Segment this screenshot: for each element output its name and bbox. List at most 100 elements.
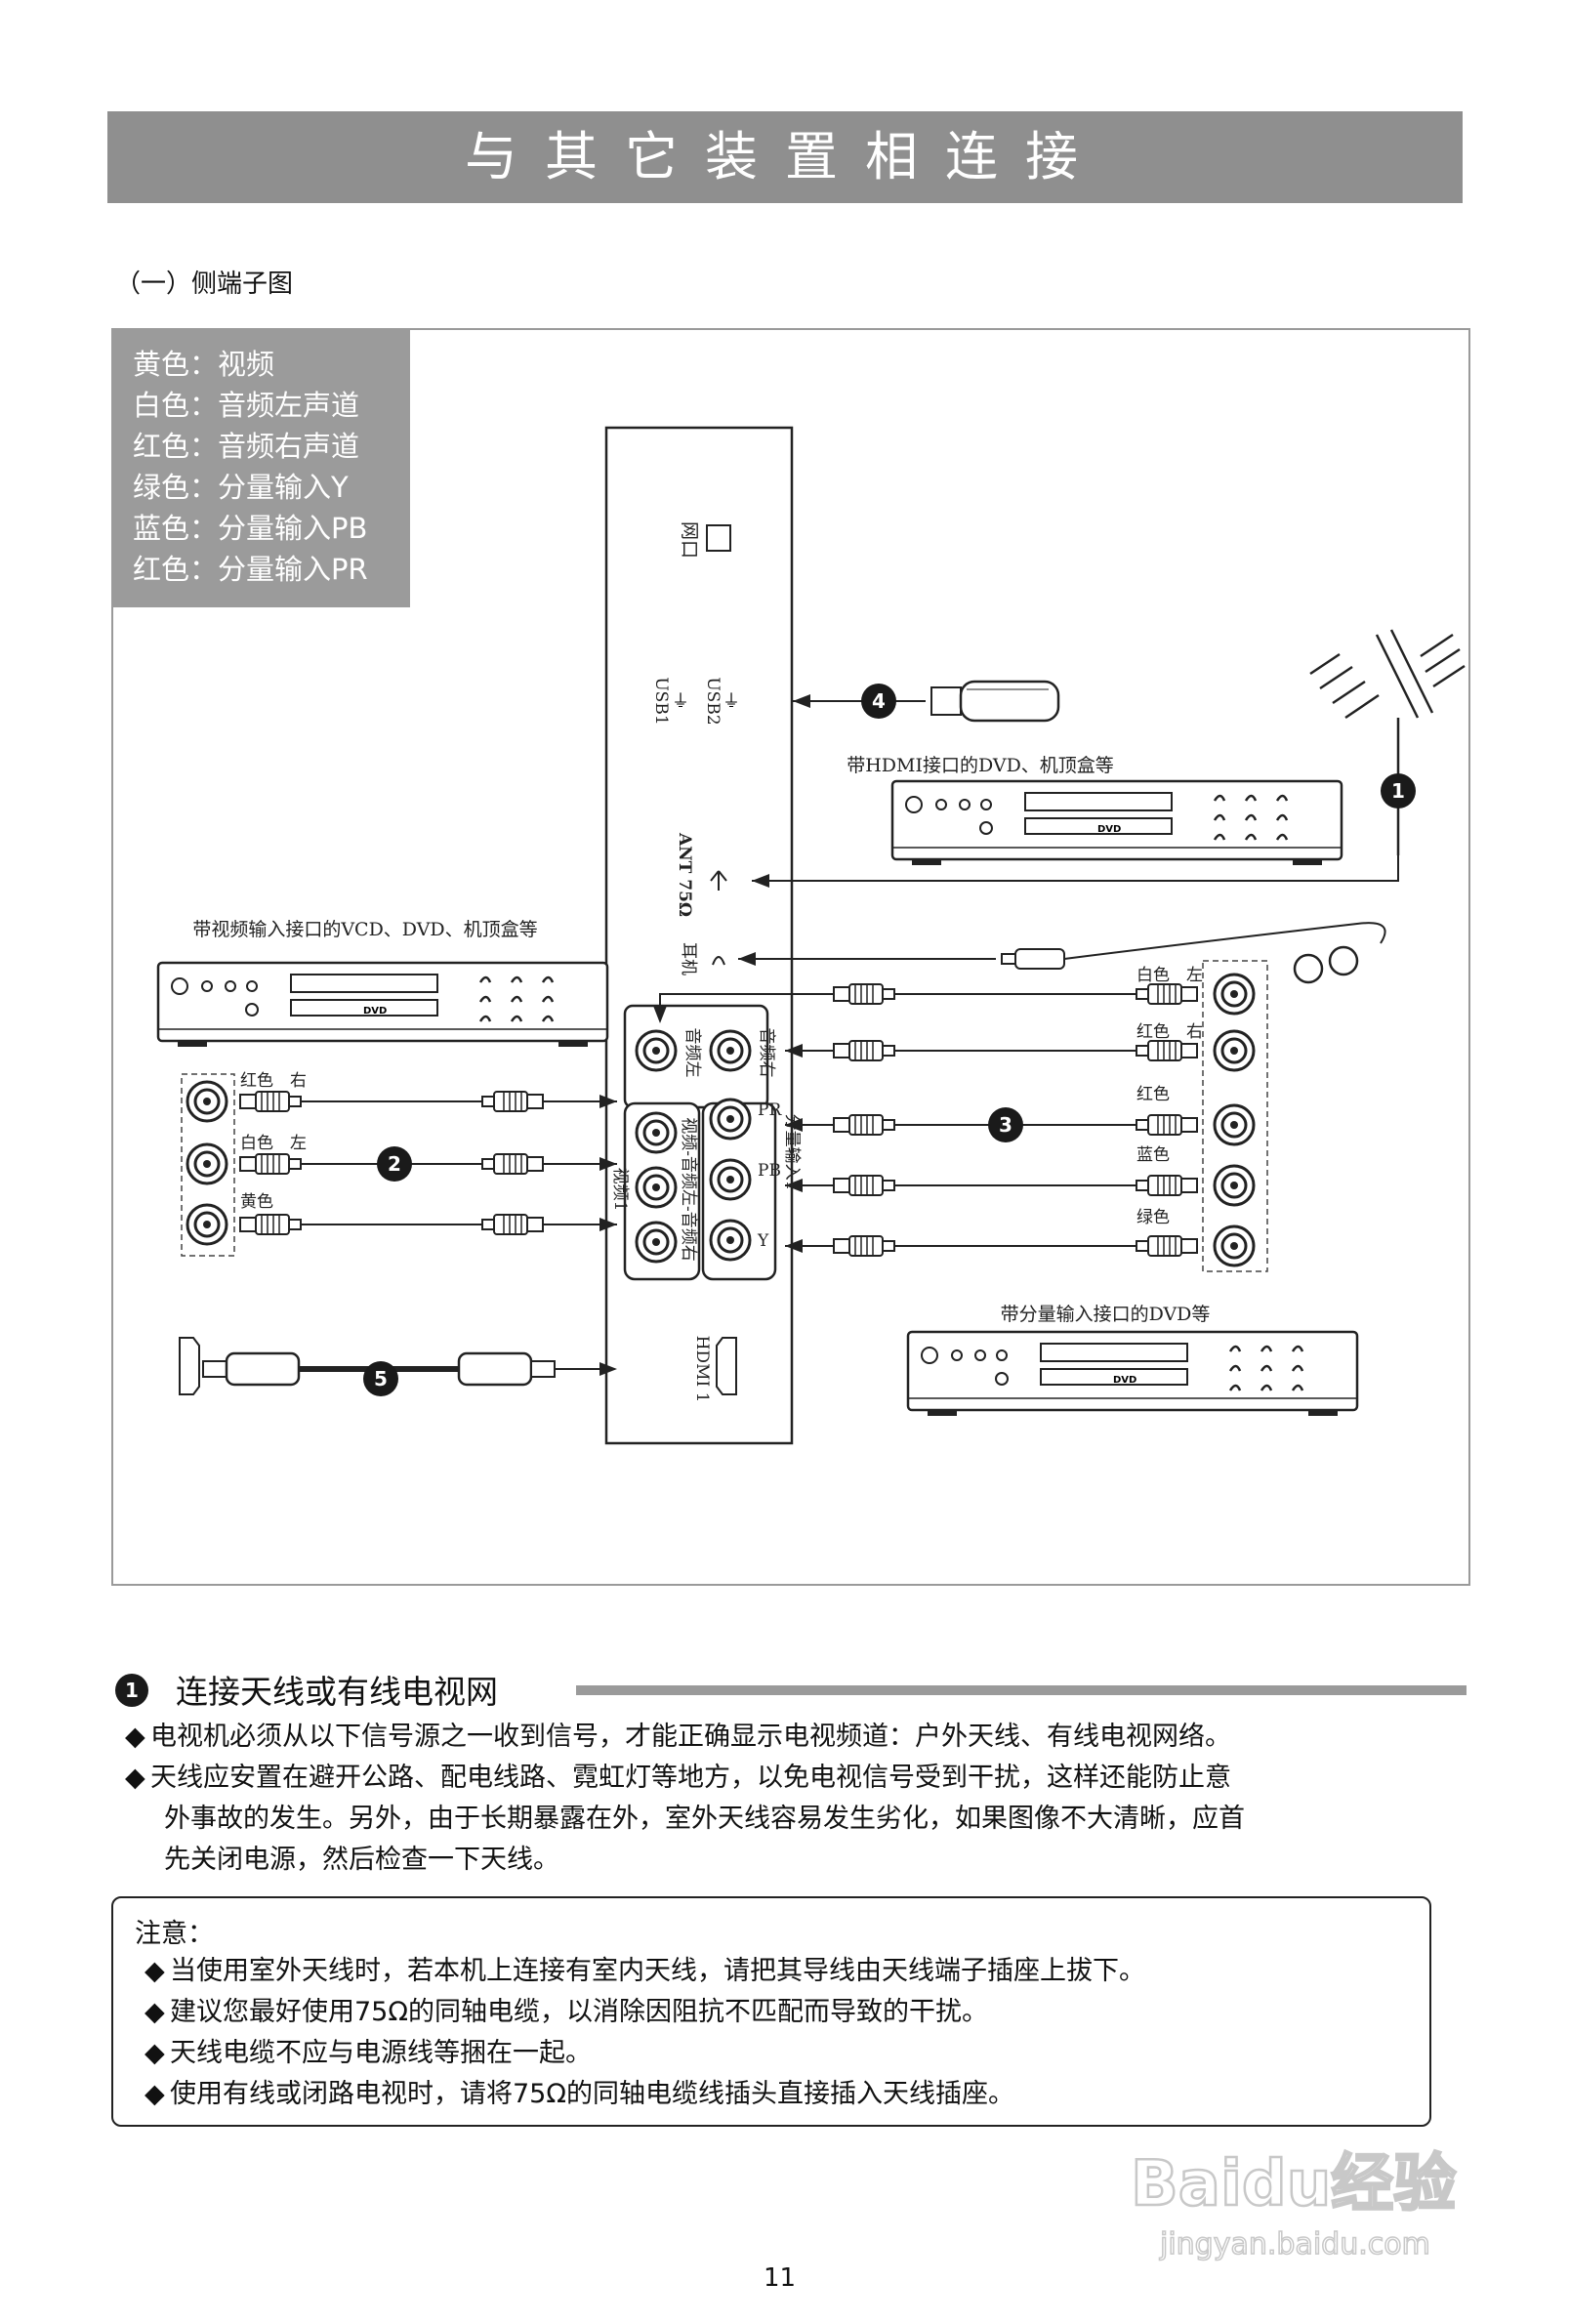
right-white-label: 白色 左 bbox=[1136, 966, 1203, 985]
ant-label: ANT 75Ω bbox=[675, 832, 694, 917]
section1-title: 连接天线或有线电视网 bbox=[176, 1673, 498, 1711]
page-title: 与其它装置相连接 bbox=[465, 126, 1105, 187]
right-output-jacks bbox=[1202, 960, 1268, 1272]
lan-port: 网口 bbox=[679, 521, 731, 559]
left-yellow-label: 黄色 bbox=[240, 1192, 273, 1212]
callout-3 bbox=[988, 1107, 1023, 1142]
diamond-icon: ◆ bbox=[125, 1763, 145, 1793]
note-item: ◆天线电缆不应与电源线等捆在一起。 bbox=[145, 2038, 592, 2068]
usb1-icon: ⏚ bbox=[672, 691, 689, 712]
bullet-2-cont: 外事故的发生。另外，由于长期暴露在外，室外天线容易发生劣化，如果图像不大清晰，应… bbox=[164, 1804, 1245, 1834]
diamond-icon: ◆ bbox=[145, 1997, 165, 2027]
diamond-icon: ◆ bbox=[145, 1956, 165, 1986]
usb2-icon: ⏚ bbox=[723, 691, 740, 712]
right-white-jack bbox=[1213, 973, 1256, 1016]
callout-2 bbox=[377, 1146, 412, 1182]
video-device-label: 带视频输入接口的VCD、DVD、机顶盒等 bbox=[192, 919, 537, 940]
earbud-left bbox=[1293, 953, 1324, 984]
earbud-right bbox=[1328, 945, 1359, 976]
legend-white: 白色：音频左声道 bbox=[133, 389, 360, 422]
earphone-label: 耳机 bbox=[679, 942, 698, 975]
y-label: Y bbox=[757, 1231, 769, 1251]
right-pb-label: 蓝色 bbox=[1136, 1145, 1170, 1165]
page-number: 11 bbox=[764, 2263, 797, 2293]
usb1-label: USB1 bbox=[651, 677, 671, 725]
right-pr-jack bbox=[1213, 1103, 1256, 1146]
earphone-plug bbox=[1001, 948, 1065, 970]
audio-left-jack bbox=[635, 1029, 678, 1072]
earphone-cord bbox=[1063, 922, 1386, 960]
left-red-jack bbox=[186, 1080, 228, 1123]
left-white-jack bbox=[186, 1142, 228, 1185]
svg-text:1: 1 bbox=[1391, 779, 1405, 803]
note-item: ◆当使用室外天线时，若本机上连接有室内天线，请把其导线由天线端子插座上拔下。 bbox=[145, 1956, 1145, 1986]
note-box bbox=[111, 1896, 1431, 2127]
connection-diagram: 网口 USB1 USB2 ⏚ ⏚ 4 1 ANT 75Ω 带HDMI接口的DVD… bbox=[156, 426, 1466, 1445]
left-white-label: 白色 左 bbox=[240, 1134, 307, 1153]
ant-icon bbox=[710, 870, 727, 891]
section-label: （一）侧端子图 bbox=[115, 270, 294, 299]
right-pr-label: 红色 bbox=[1136, 1085, 1170, 1104]
legend-blue: 蓝色：分量输入PB bbox=[133, 512, 368, 545]
right-red-label: 红色 右 bbox=[1136, 1022, 1203, 1042]
note-item: ◆建议您最好使用75Ω的同轴电缆，以消除因阻抗不匹配而导致的干扰。 bbox=[145, 1997, 988, 2027]
legend-red: 红色：音频右声道 bbox=[133, 430, 360, 463]
title-bar bbox=[107, 111, 1463, 203]
diamond-icon: ◆ bbox=[145, 2079, 165, 2109]
lan-label: 网口 bbox=[679, 521, 700, 559]
right-red-jack bbox=[1213, 1029, 1256, 1072]
video-group-label: 视频1 bbox=[610, 1168, 630, 1212]
usb-ports: USB1 USB2 ⏚ ⏚ bbox=[651, 677, 740, 725]
step-number-badge: 1 bbox=[115, 1674, 148, 1707]
right-y-jack bbox=[1213, 1224, 1256, 1267]
video-audio-right-jack bbox=[635, 1111, 678, 1154]
bullet-2: ◆天线应安置在避开公路、配电线路、霓虹灯等地方，以免电视信号受到干扰，这样还能防… bbox=[125, 1758, 1465, 1799]
note-title: 注意： bbox=[135, 1919, 214, 1949]
dvd-logo: DVD bbox=[1097, 824, 1121, 835]
video-dvd-player: DVD bbox=[156, 961, 609, 1049]
callout-1 bbox=[1381, 773, 1416, 809]
diamond-icon: ◆ bbox=[125, 1722, 145, 1752]
svg-text:jingyan.baidu.com: jingyan.baidu.com bbox=[1159, 2227, 1430, 2262]
right-pb-jack bbox=[1213, 1164, 1256, 1207]
bullet-2-cont-2: 先关闭电源，然后检查一下天线。 bbox=[164, 1845, 559, 1875]
svg-text:2: 2 bbox=[388, 1152, 401, 1176]
pb-jack bbox=[709, 1158, 752, 1201]
hdmi-cable bbox=[202, 1351, 617, 1387]
bullet-1: ◆电视机必须从以下信号源之一收到信号，才能正确显示电视频道：户外天线、有线电视网… bbox=[125, 1717, 1465, 1758]
component-group-label: 分量输入1 bbox=[782, 1114, 802, 1191]
color-legend bbox=[111, 328, 410, 607]
hdmi-label: HDMI 1 bbox=[692, 1336, 712, 1403]
audio-left-label: 音频左 bbox=[682, 1028, 702, 1078]
hdmi-source-port bbox=[179, 1337, 200, 1395]
dvd-logo-2: DVD bbox=[363, 1006, 387, 1017]
left-yellow-jack bbox=[186, 1203, 228, 1246]
legend-green: 绿色：分量输入Y bbox=[133, 471, 349, 504]
tv-side-panel bbox=[604, 426, 794, 1445]
diagram-frame bbox=[111, 328, 1470, 1586]
svg-text:Baidu经验: Baidu经验 bbox=[1131, 2148, 1456, 2220]
callout-4 bbox=[861, 684, 896, 719]
diamond-icon: ◆ bbox=[145, 2038, 165, 2068]
audio-right-jack bbox=[709, 1029, 752, 1072]
usb2-label: USB2 bbox=[703, 677, 723, 725]
audio-right-label: 音频右 bbox=[757, 1028, 776, 1078]
legend-yellow: 黄色：视频 bbox=[133, 348, 275, 381]
hdmi-dvd-player: DVD bbox=[890, 779, 1343, 867]
note-item: ◆使用有线或闭路电视时，请将75Ω的同轴电缆线插头直接插入天线插座。 bbox=[145, 2079, 1014, 2109]
callout-5 bbox=[363, 1361, 398, 1396]
section1-rule bbox=[576, 1685, 1467, 1695]
svg-text:4: 4 bbox=[872, 689, 886, 713]
headphone-icon bbox=[712, 956, 725, 966]
right-y-label: 绿色 bbox=[1136, 1208, 1170, 1227]
hdmi-port bbox=[716, 1337, 737, 1395]
legend-red-pr: 红色：分量输入PR bbox=[133, 553, 368, 586]
dvd-logo-3: DVD bbox=[1113, 1375, 1136, 1386]
svg-text:3: 3 bbox=[999, 1113, 1012, 1137]
pr-jack bbox=[709, 1098, 752, 1141]
video-audio-left-jack bbox=[635, 1166, 678, 1209]
component-device-label: 带分量输入接口的DVD等 bbox=[1001, 1304, 1211, 1325]
component-dvd-player: DVD bbox=[906, 1330, 1359, 1418]
usb-stick bbox=[930, 680, 1060, 723]
hdmi-device-label: 带HDMI接口的DVD、机顶盒等 bbox=[847, 755, 1114, 776]
